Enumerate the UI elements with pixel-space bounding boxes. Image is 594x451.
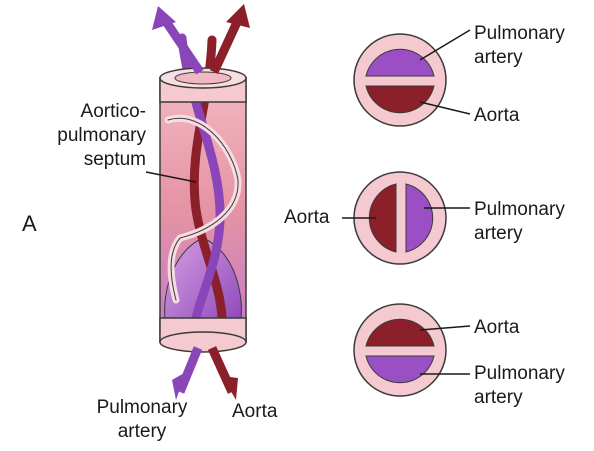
section-2-left-label: Aorta — [284, 206, 329, 230]
bottom-aorta-label: Aorta — [232, 400, 277, 424]
panel-letter: A — [22, 212, 37, 236]
pulmonary-inflow-arrow — [172, 348, 198, 400]
cross-section-2 — [342, 172, 470, 264]
truncus-tube — [160, 38, 246, 352]
cross-section-1 — [354, 30, 470, 126]
section-1-top-label: Pulmonary artery — [474, 22, 565, 70]
aorta-outflow-arrow — [214, 4, 250, 72]
pulmonary-outflow-arrow — [152, 6, 200, 72]
cross-section-3 — [354, 304, 470, 396]
bottom-pulmonary-label: Pulmonary artery — [82, 396, 202, 444]
aorta-inflow-arrow — [212, 348, 238, 400]
section-2-right-label: Pulmonary artery — [474, 198, 565, 246]
section-3-bottom-label: Pulmonary artery — [474, 362, 565, 410]
septum-label: Aortico- pulmonary septum — [30, 100, 146, 172]
section-3-top-label: Aorta — [474, 316, 519, 340]
section-1-bottom-label: Aorta — [474, 104, 519, 128]
